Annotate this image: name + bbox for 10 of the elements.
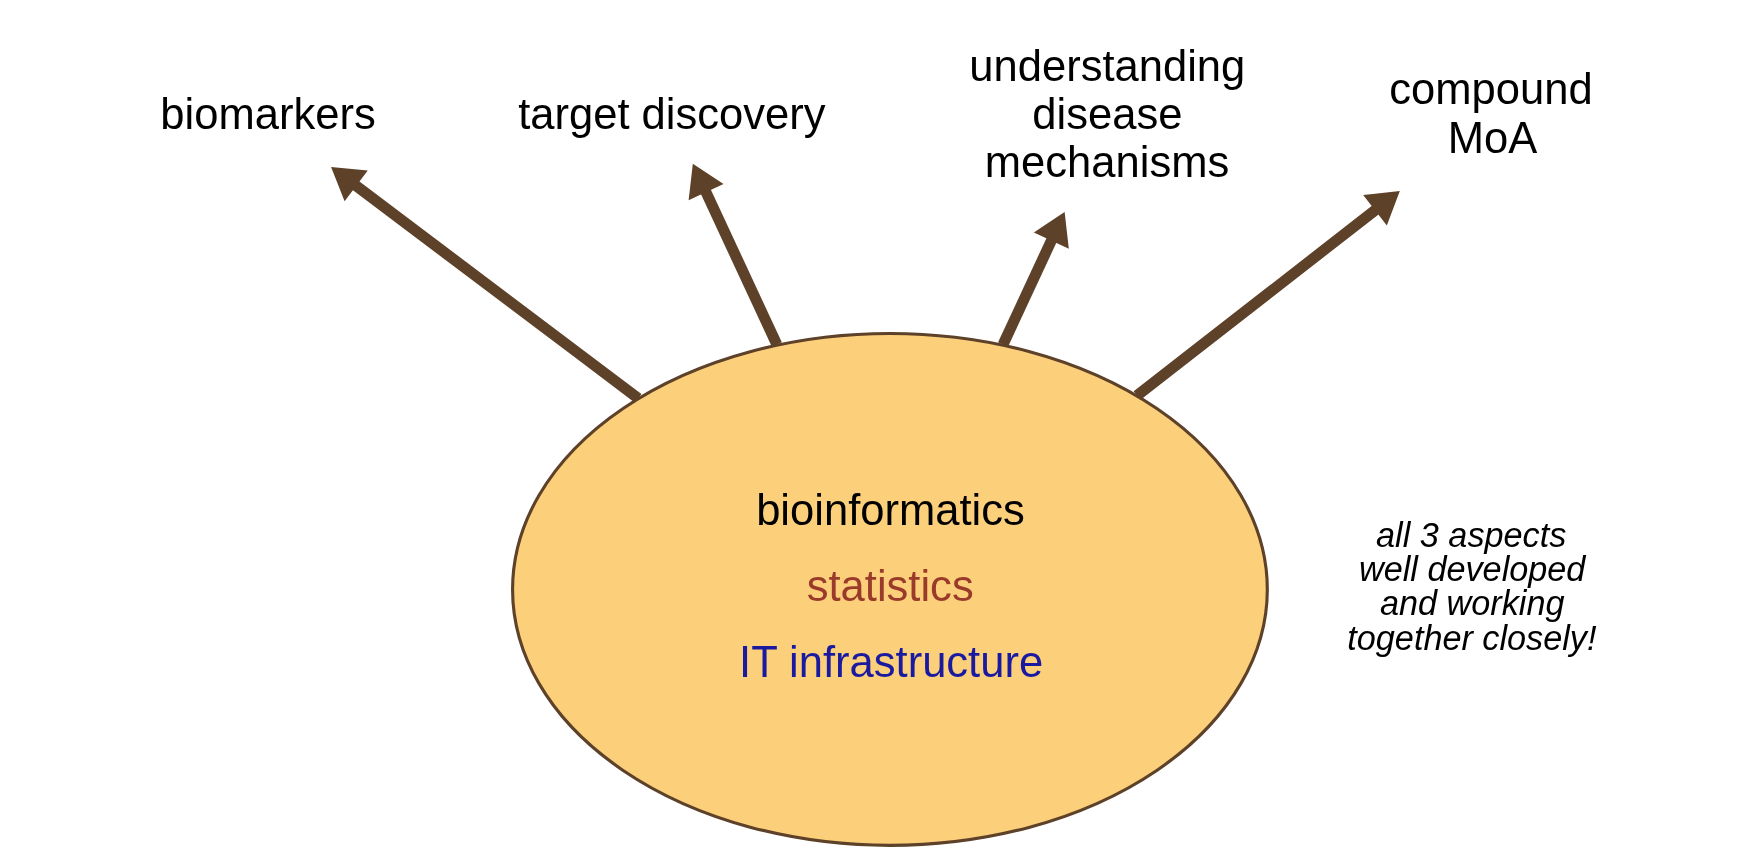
arrow: [1133, 191, 1400, 400]
node-ellipse: bioinformatics statistics IT infrastructure: [510, 331, 1269, 847]
arrow: [330, 167, 641, 403]
node-text: biomarkers: [159, 90, 376, 139]
node-text: understanding disease mechanisms: [968, 41, 1245, 187]
label: all 3 aspects well developed and working together closely!: [1346, 515, 1596, 657]
node-text: compound MoA: [1388, 65, 1593, 162]
arrow: [997, 212, 1069, 347]
arrow: [688, 163, 782, 347]
node-text: target discovery: [517, 90, 826, 139]
